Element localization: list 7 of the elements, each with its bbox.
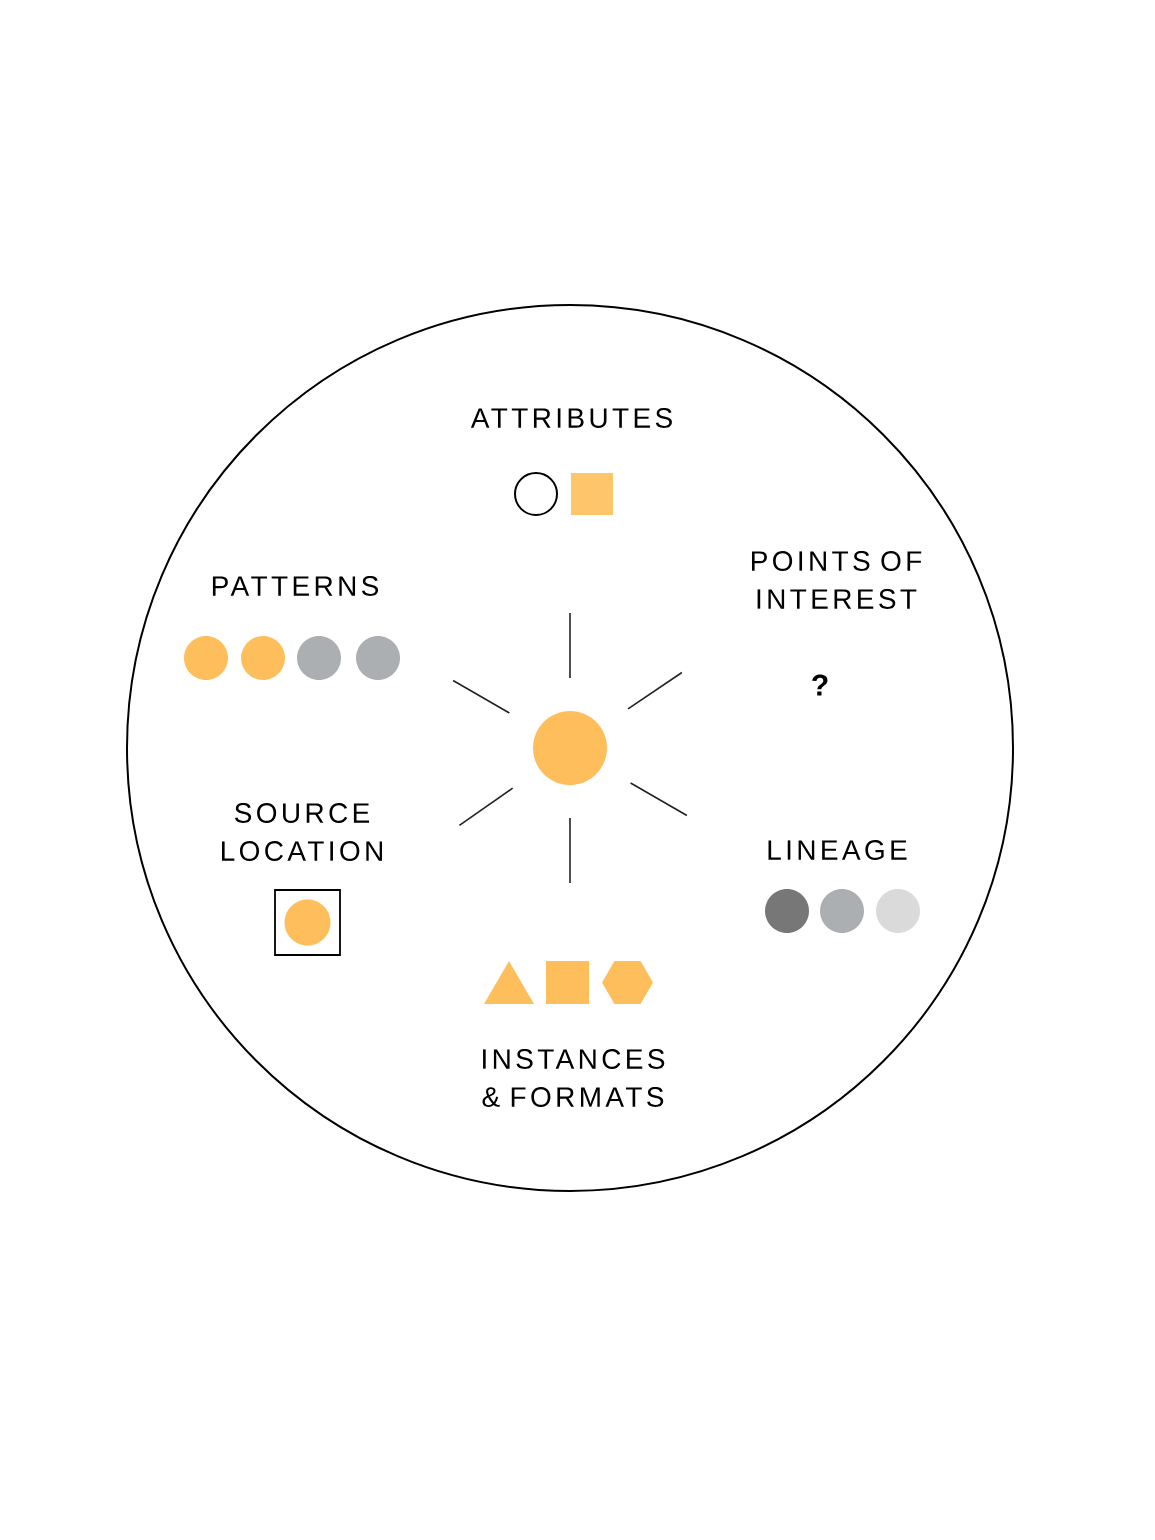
category-label: INSTANCES & FORMATS (482, 1049, 665, 1107)
category-label: LINEAGE (768, 840, 907, 860)
question-mark: ? (812, 674, 828, 696)
category-label: ATTRIBUTES (470, 408, 672, 428)
category-label: POINTS OF INTEREST (752, 551, 922, 609)
category-label: SOURCE LOCATION (222, 803, 382, 861)
category-label: PATTERNS (212, 576, 379, 596)
